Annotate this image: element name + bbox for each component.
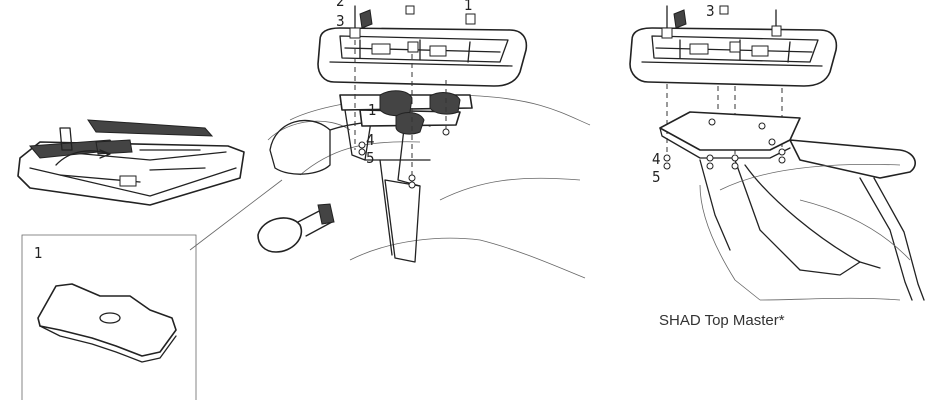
- inset-part-label: 1: [34, 244, 43, 262]
- rack-with-pads-illustration: [17, 119, 283, 251]
- right-label-3: 3: [706, 2, 715, 20]
- shad-top-master-view: 3 4 5: [629, 2, 925, 301]
- main-label-1-top: 1: [464, 0, 473, 14]
- right-label-4: 4: [652, 150, 661, 168]
- main-assembly-view: 2 3 1 1 4 5: [257, 0, 591, 279]
- main-label-5: 5: [366, 149, 375, 167]
- main-label-3: 3: [336, 12, 345, 30]
- part-inset-box: 1: [21, 234, 197, 400]
- main-label-1-pad: 1: [368, 101, 377, 119]
- right-label-5: 5: [652, 168, 661, 186]
- caption: SHAD Top Master*: [659, 312, 785, 329]
- main-label-4: 4: [366, 131, 375, 149]
- main-label-2: 2: [336, 0, 345, 10]
